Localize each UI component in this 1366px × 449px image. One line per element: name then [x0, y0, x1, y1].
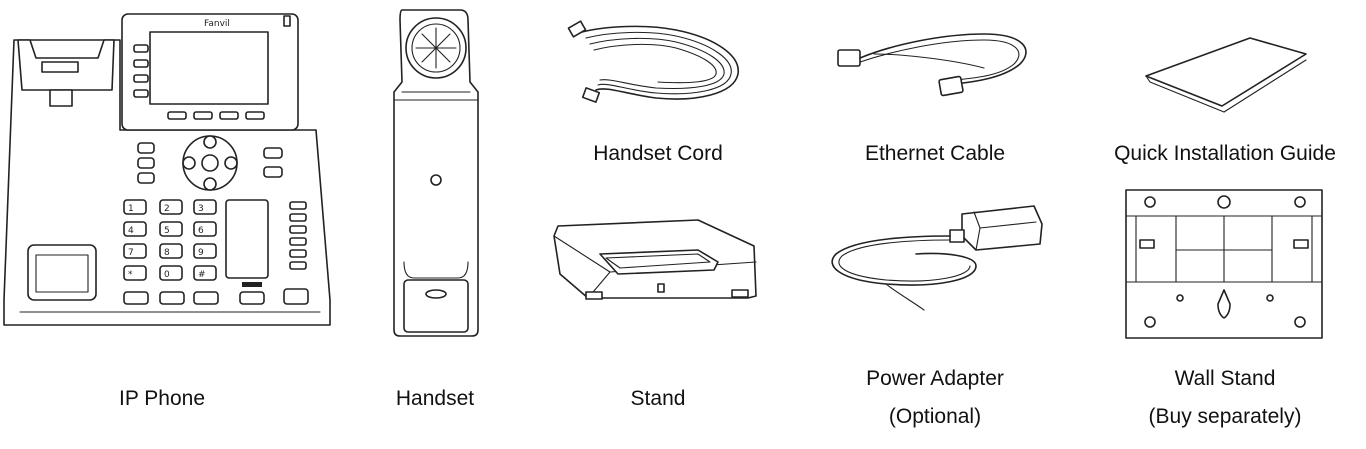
handset-cord-label: Handset Cord: [593, 142, 723, 165]
key-0: 0: [164, 270, 170, 280]
key-9: 9: [198, 248, 204, 258]
wall-stand-note: (Buy separately): [1148, 405, 1302, 428]
key-5: 5: [164, 226, 170, 236]
key-star: *: [128, 270, 133, 280]
key-1: 1: [128, 204, 134, 214]
handset-illustration: [393, 9, 479, 337]
ip-phone-label: IP Phone: [118, 387, 206, 410]
quick-guide-label: Quick Installation Guide: [1114, 142, 1336, 165]
ip-phone-illustration: Fanvil 1 2 3 4 5 6 7 8 9: [3, 13, 331, 326]
key-6: 6: [198, 226, 204, 236]
key-2: 2: [164, 204, 170, 214]
handset-cord-illustration: [567, 20, 739, 103]
stand-illustration: [553, 219, 757, 300]
key-8: 8: [164, 248, 170, 258]
ethernet-cable-illustration: [837, 33, 1027, 97]
key-7: 7: [128, 248, 134, 258]
handset-label: Handset: [395, 387, 475, 410]
quick-guide-illustration: [1145, 37, 1307, 113]
wall-stand-illustration: [1125, 189, 1323, 339]
phone-keypad: 1 2 3 4 5 6 7 8 9 * 0 #: [123, 199, 217, 281]
stand-label: Stand: [630, 387, 686, 410]
wall-stand-label: Wall Stand: [1174, 367, 1276, 390]
key-hash: #: [198, 270, 206, 280]
power-adapter-note: (Optional): [888, 405, 982, 428]
key-3: 3: [198, 204, 204, 214]
phone-brand: Fanvil: [204, 19, 230, 29]
ethernet-cable-label: Ethernet Cable: [864, 142, 1006, 165]
power-adapter-illustration: [831, 205, 1043, 311]
power-adapter-label: Power Adapter: [866, 367, 1004, 390]
key-4: 4: [128, 226, 134, 236]
